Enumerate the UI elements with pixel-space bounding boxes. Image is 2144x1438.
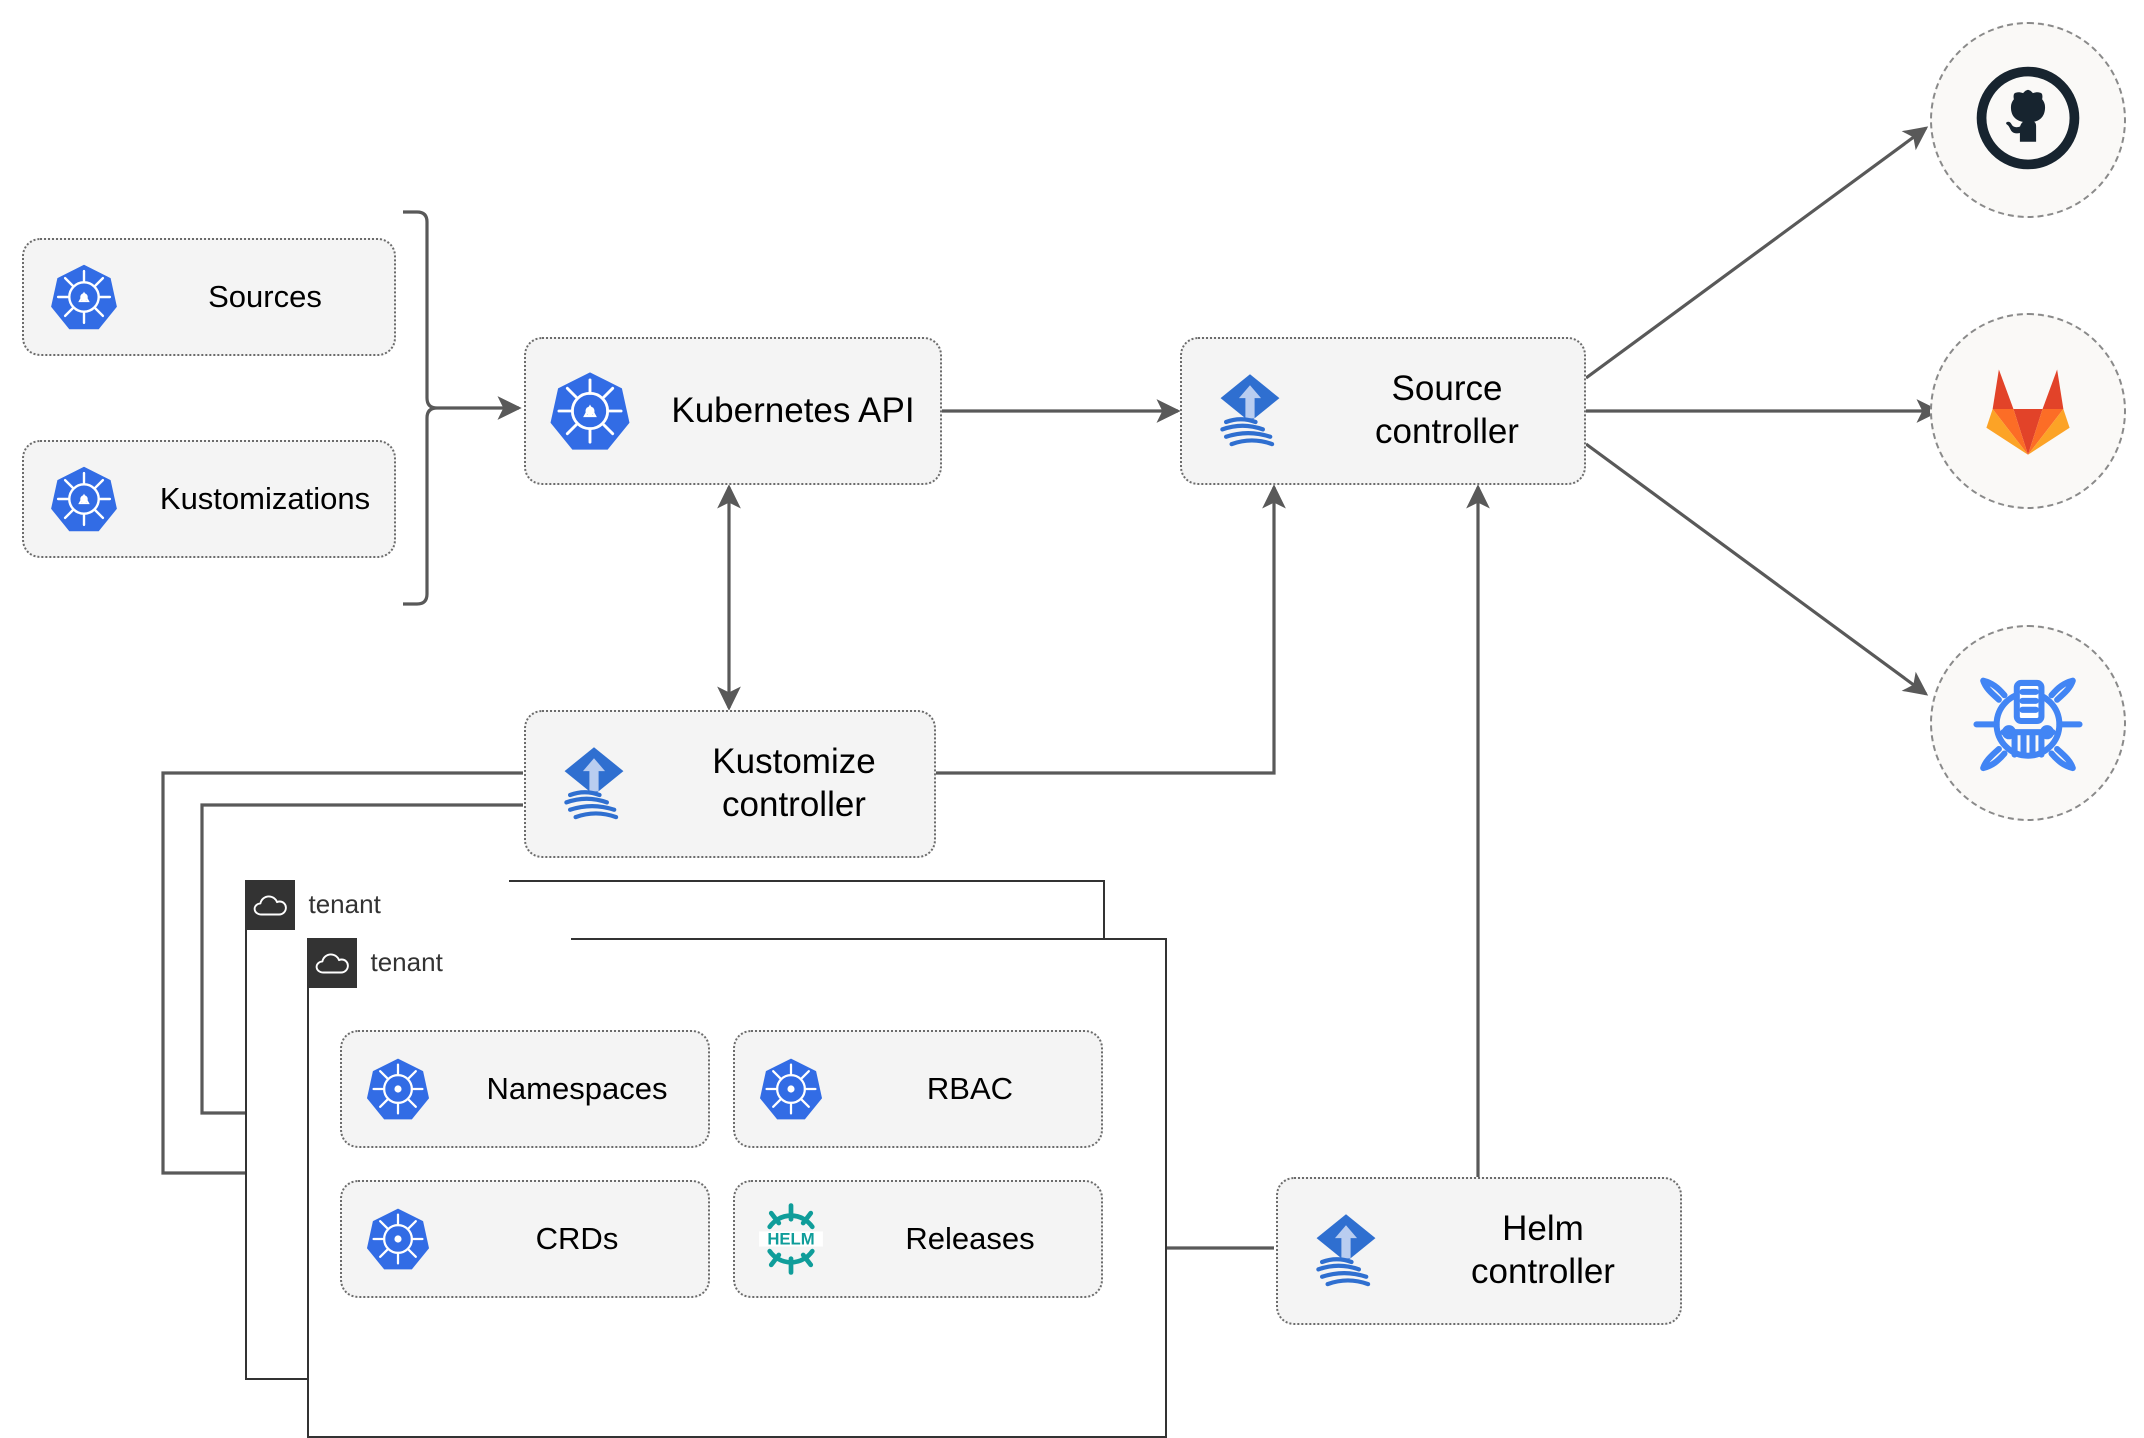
card-rbac[interactable]: RBAC [733, 1030, 1103, 1148]
helm-icon: HELM [735, 1201, 847, 1277]
tenant-label-back: tenant [294, 879, 509, 930]
card-namespaces[interactable]: Namespaces [340, 1030, 710, 1148]
kubernetes-icon [735, 1056, 847, 1122]
kubernetes-icon [342, 1206, 454, 1272]
kubernetes-icon [342, 1056, 454, 1122]
node-label-sources: Sources [208, 279, 322, 315]
node-sources[interactable]: Sources [22, 238, 396, 356]
node-kustomize-controller[interactable]: Kustomize controller [524, 710, 936, 858]
card-label-rbac: RBAC [926, 1071, 1014, 1107]
card-crds[interactable]: CRDs [340, 1180, 710, 1298]
card-releases[interactable]: HELM Releases [733, 1180, 1103, 1298]
node-label-kustomize-controller: Kustomize controller [712, 742, 876, 824]
github-icon [1974, 64, 2082, 177]
node-source-controller[interactable]: Source controller [1180, 337, 1586, 485]
node-kubernetes-api[interactable]: Kubernetes API [524, 337, 942, 485]
kubernetes-icon [526, 369, 654, 453]
node-label-kustomizations: Kustomizations [159, 481, 371, 517]
node-kustomizations[interactable]: Kustomizations [22, 440, 396, 558]
cloud-icon [307, 938, 357, 988]
node-label-kubernetes-api: Kubernetes API [671, 390, 915, 430]
tenant-tab-back: tenant [244, 879, 509, 930]
flux-icon [1278, 1205, 1414, 1297]
endpoint-bucket-registry[interactable] [1930, 625, 2126, 821]
edge-source-controller-github [1585, 126, 1929, 380]
flux-icon [1182, 365, 1318, 457]
card-label-releases: Releases [905, 1221, 1035, 1257]
endpoint-gitlab[interactable] [1930, 313, 2126, 509]
svg-text:HELM: HELM [767, 1229, 814, 1248]
flux-icon [526, 738, 662, 830]
edge-source-controller-bucket-registry [1585, 442, 1929, 696]
node-helm-controller[interactable]: Helm controller [1276, 1177, 1682, 1325]
endpoint-github[interactable] [1930, 22, 2126, 218]
cloud-icon [245, 880, 295, 930]
kubernetes-icon [24, 464, 144, 534]
node-label-source-controller: Source controller [1375, 369, 1519, 451]
bucket-registry-icon [1972, 665, 2084, 782]
card-label-namespaces: Namespaces [486, 1071, 668, 1107]
tenant-tab-front: tenant [306, 937, 571, 988]
kubernetes-icon [24, 262, 144, 332]
node-label-helm-controller: Helm controller [1471, 1209, 1615, 1291]
diagram-canvas: tenant tenant [22, 22, 2126, 1438]
tenant-label-front: tenant [356, 937, 571, 988]
gitlab-icon [1976, 359, 2080, 464]
card-label-crds: CRDs [535, 1221, 619, 1257]
edge-resource-brace [403, 210, 438, 606]
edge-kustomize-controller-source-controller [935, 484, 1286, 775]
